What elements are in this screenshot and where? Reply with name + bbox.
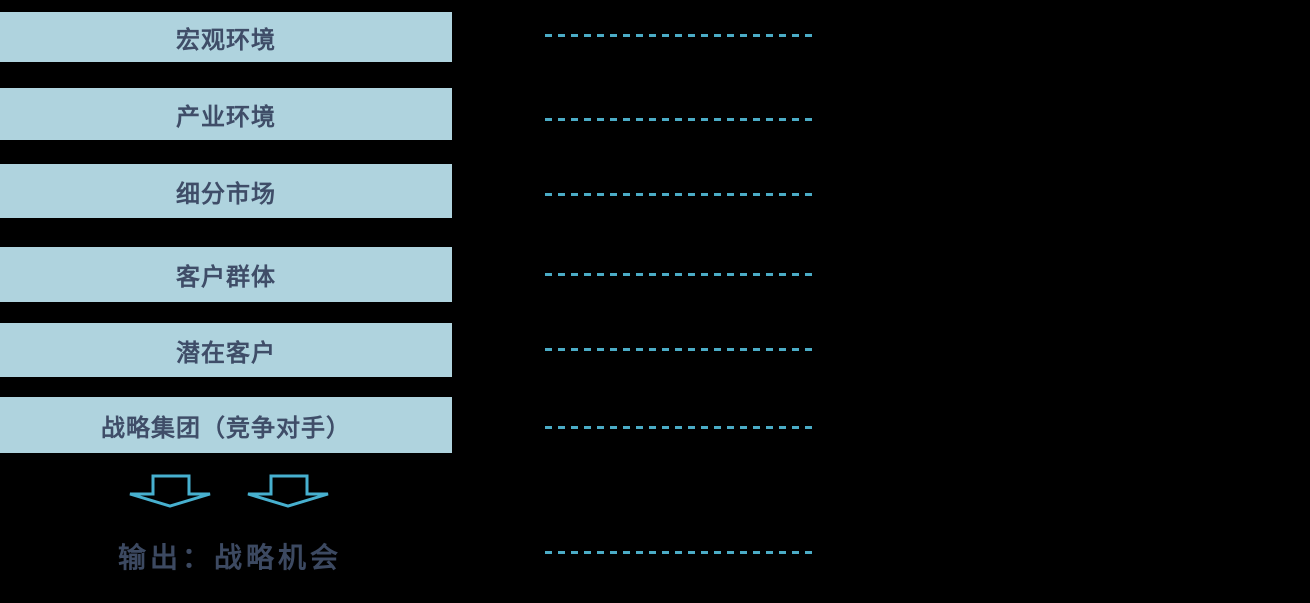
output-label: 输出：战略机会 bbox=[118, 543, 343, 574]
level-box-industry-environment: 产业环境 bbox=[0, 88, 452, 140]
dashed-connector-line bbox=[545, 118, 815, 121]
level-box-label: 战略集团（竞争对手） bbox=[101, 415, 351, 442]
dashed-connector-line bbox=[545, 34, 815, 37]
down-arrow-icon bbox=[129, 474, 211, 508]
level-box-label: 潜在客户 bbox=[176, 340, 276, 367]
level-box-strategic-group-competitors: 战略集团（竞争对手） bbox=[0, 397, 452, 453]
down-arrow-icon bbox=[247, 474, 329, 508]
level-box-label: 客户群体 bbox=[176, 265, 276, 291]
level-box-customer-group: 客户群体 bbox=[0, 247, 452, 302]
level-box-market-segment: 细分市场 bbox=[0, 164, 452, 218]
level-box-potential-customers: 潜在客户 bbox=[0, 323, 452, 377]
dashed-connector-line bbox=[545, 273, 815, 276]
level-box-label: 产业环境 bbox=[176, 104, 276, 131]
level-box-label: 细分市场 bbox=[176, 181, 276, 208]
dashed-connector-line bbox=[545, 426, 815, 429]
level-box-macro-environment: 宏观环境 bbox=[0, 12, 452, 62]
dashed-connector-line bbox=[545, 193, 815, 196]
dashed-connector-line bbox=[545, 551, 815, 554]
level-box-label: 宏观环境 bbox=[176, 27, 276, 54]
dashed-connector-line bbox=[545, 348, 815, 351]
